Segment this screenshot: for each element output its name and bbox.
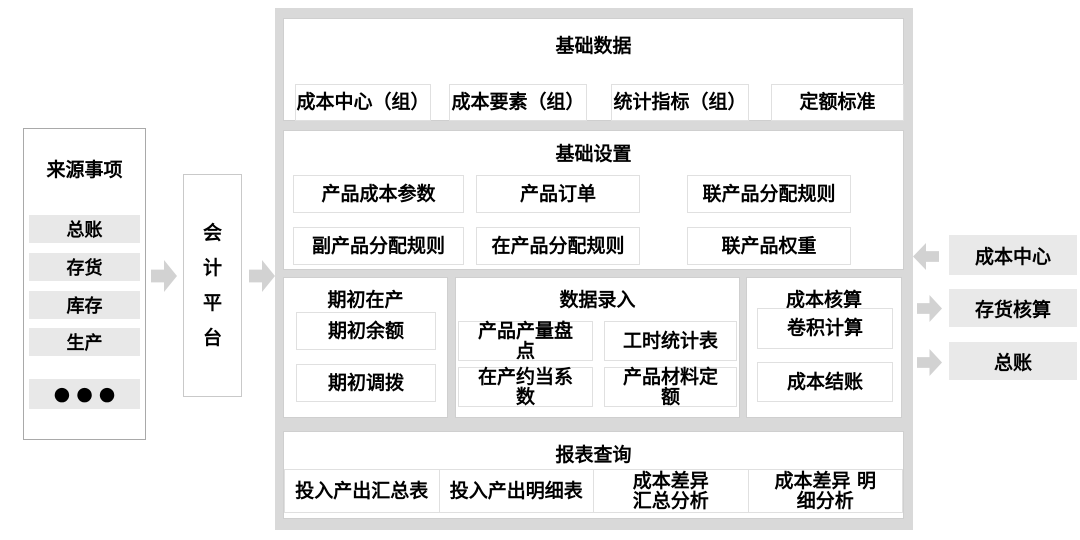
btn-joint-product-weight[interactable]: 联产品权重: [687, 227, 851, 265]
source-item-stock[interactable]: 库存: [29, 291, 140, 319]
btn-cost-center-group[interactable]: 成本中心（组）: [295, 84, 431, 121]
source-item-production[interactable]: 生产: [29, 328, 140, 356]
btn-wip-allocation-rules[interactable]: 在产品分配规则: [476, 227, 640, 265]
panel-cost-accounting: 成本核算 卷积计算 成本结账: [746, 277, 902, 418]
btn-quota-standard[interactable]: 定额标准: [771, 84, 904, 121]
btn-joint-product-allocation-rules[interactable]: 联产品分配规则: [687, 175, 851, 213]
data-entry-title: 数据录入: [559, 289, 636, 311]
btn-product-material-quota[interactable]: 产品材料定 额: [604, 367, 737, 407]
section-basic-data: 基础数据 成本中心（组） 成本要素（组） 统计指标（组） 定额标准: [283, 18, 904, 121]
btn-opening-balance[interactable]: 期初余额: [296, 312, 436, 350]
source-item-ellipsis: ●●●: [29, 379, 140, 409]
source-events-panel: 来源事项 总账 存货 库存 生产 ●●●: [23, 128, 146, 440]
cost-accounting-title: 成本核算: [785, 289, 862, 311]
link-inventory-accounting[interactable]: 存货核算: [949, 289, 1077, 327]
opening-wip-title: 期初在产: [327, 289, 404, 311]
btn-opening-transfer[interactable]: 期初调拨: [296, 364, 436, 402]
source-item-general-ledger[interactable]: 总账: [29, 215, 140, 243]
btn-work-hours-statistics[interactable]: 工时统计表: [604, 321, 737, 361]
section-basic-settings: 基础设置 产品成本参数 产品订单 联产品分配规则 副产品分配规则 在产品分配规则…: [283, 130, 904, 270]
btn-wip-equivalent-coefficient[interactable]: 在产约当系 数: [458, 367, 593, 407]
left-arrow-icon: [913, 243, 939, 270]
basic-data-title: 基础数据: [555, 35, 632, 57]
right-arrow-icon: [249, 260, 275, 292]
btn-byproduct-allocation-rules[interactable]: 副产品分配规则: [293, 227, 464, 265]
btn-input-output-summary[interactable]: 投入产出汇总表: [284, 469, 440, 513]
source-item-inventory[interactable]: 存货: [29, 253, 140, 281]
btn-cost-variance-detail-analysis[interactable]: 成本差异 明 细分析: [747, 469, 903, 513]
btn-product-cost-params[interactable]: 产品成本参数: [293, 175, 464, 213]
accounting-platform-label: 会计平台: [202, 221, 222, 349]
basic-settings-title: 基础设置: [555, 143, 632, 165]
btn-statistical-indicator-group[interactable]: 统计指标（组）: [611, 84, 749, 121]
btn-product-order[interactable]: 产品订单: [476, 175, 640, 213]
reports-title: 报表查询: [555, 444, 632, 466]
btn-convolution-calculation[interactable]: 卷积计算: [757, 308, 893, 349]
reports-button-row: 投入产出汇总表 投入产出明细表 成本差异 汇总分析 成本差异 明 细分析: [284, 469, 903, 513]
cost-module-board: 基础数据 成本中心（组） 成本要素（组） 统计指标（组） 定额标准 基础设置 产…: [275, 8, 913, 530]
right-arrow-icon: [917, 349, 942, 376]
right-arrow-icon: [151, 260, 177, 292]
link-cost-center[interactable]: 成本中心: [949, 235, 1077, 275]
accounting-platform-box: 会计平台: [183, 174, 242, 397]
right-arrow-icon: [917, 295, 942, 322]
section-reports: 报表查询 投入产出汇总表 投入产出明细表 成本差异 汇总分析 成本差异 明 细分…: [283, 431, 904, 519]
panel-data-entry: 数据录入 产品产量盘 点 工时统计表 在产约当系 数 产品材料定 额: [455, 277, 740, 418]
panel-opening-wip: 期初在产 期初余额 期初调拨: [283, 277, 448, 418]
btn-cost-variance-summary-analysis[interactable]: 成本差异 汇总分析: [593, 469, 749, 513]
link-general-ledger[interactable]: 总账: [949, 342, 1077, 380]
btn-input-output-detail[interactable]: 投入产出明细表: [438, 469, 594, 513]
btn-product-output-count[interactable]: 产品产量盘 点: [458, 321, 593, 361]
btn-cost-element-group[interactable]: 成本要素（组）: [449, 84, 587, 121]
btn-cost-closing[interactable]: 成本结账: [757, 362, 893, 402]
source-events-title: 来源事项: [46, 159, 123, 181]
